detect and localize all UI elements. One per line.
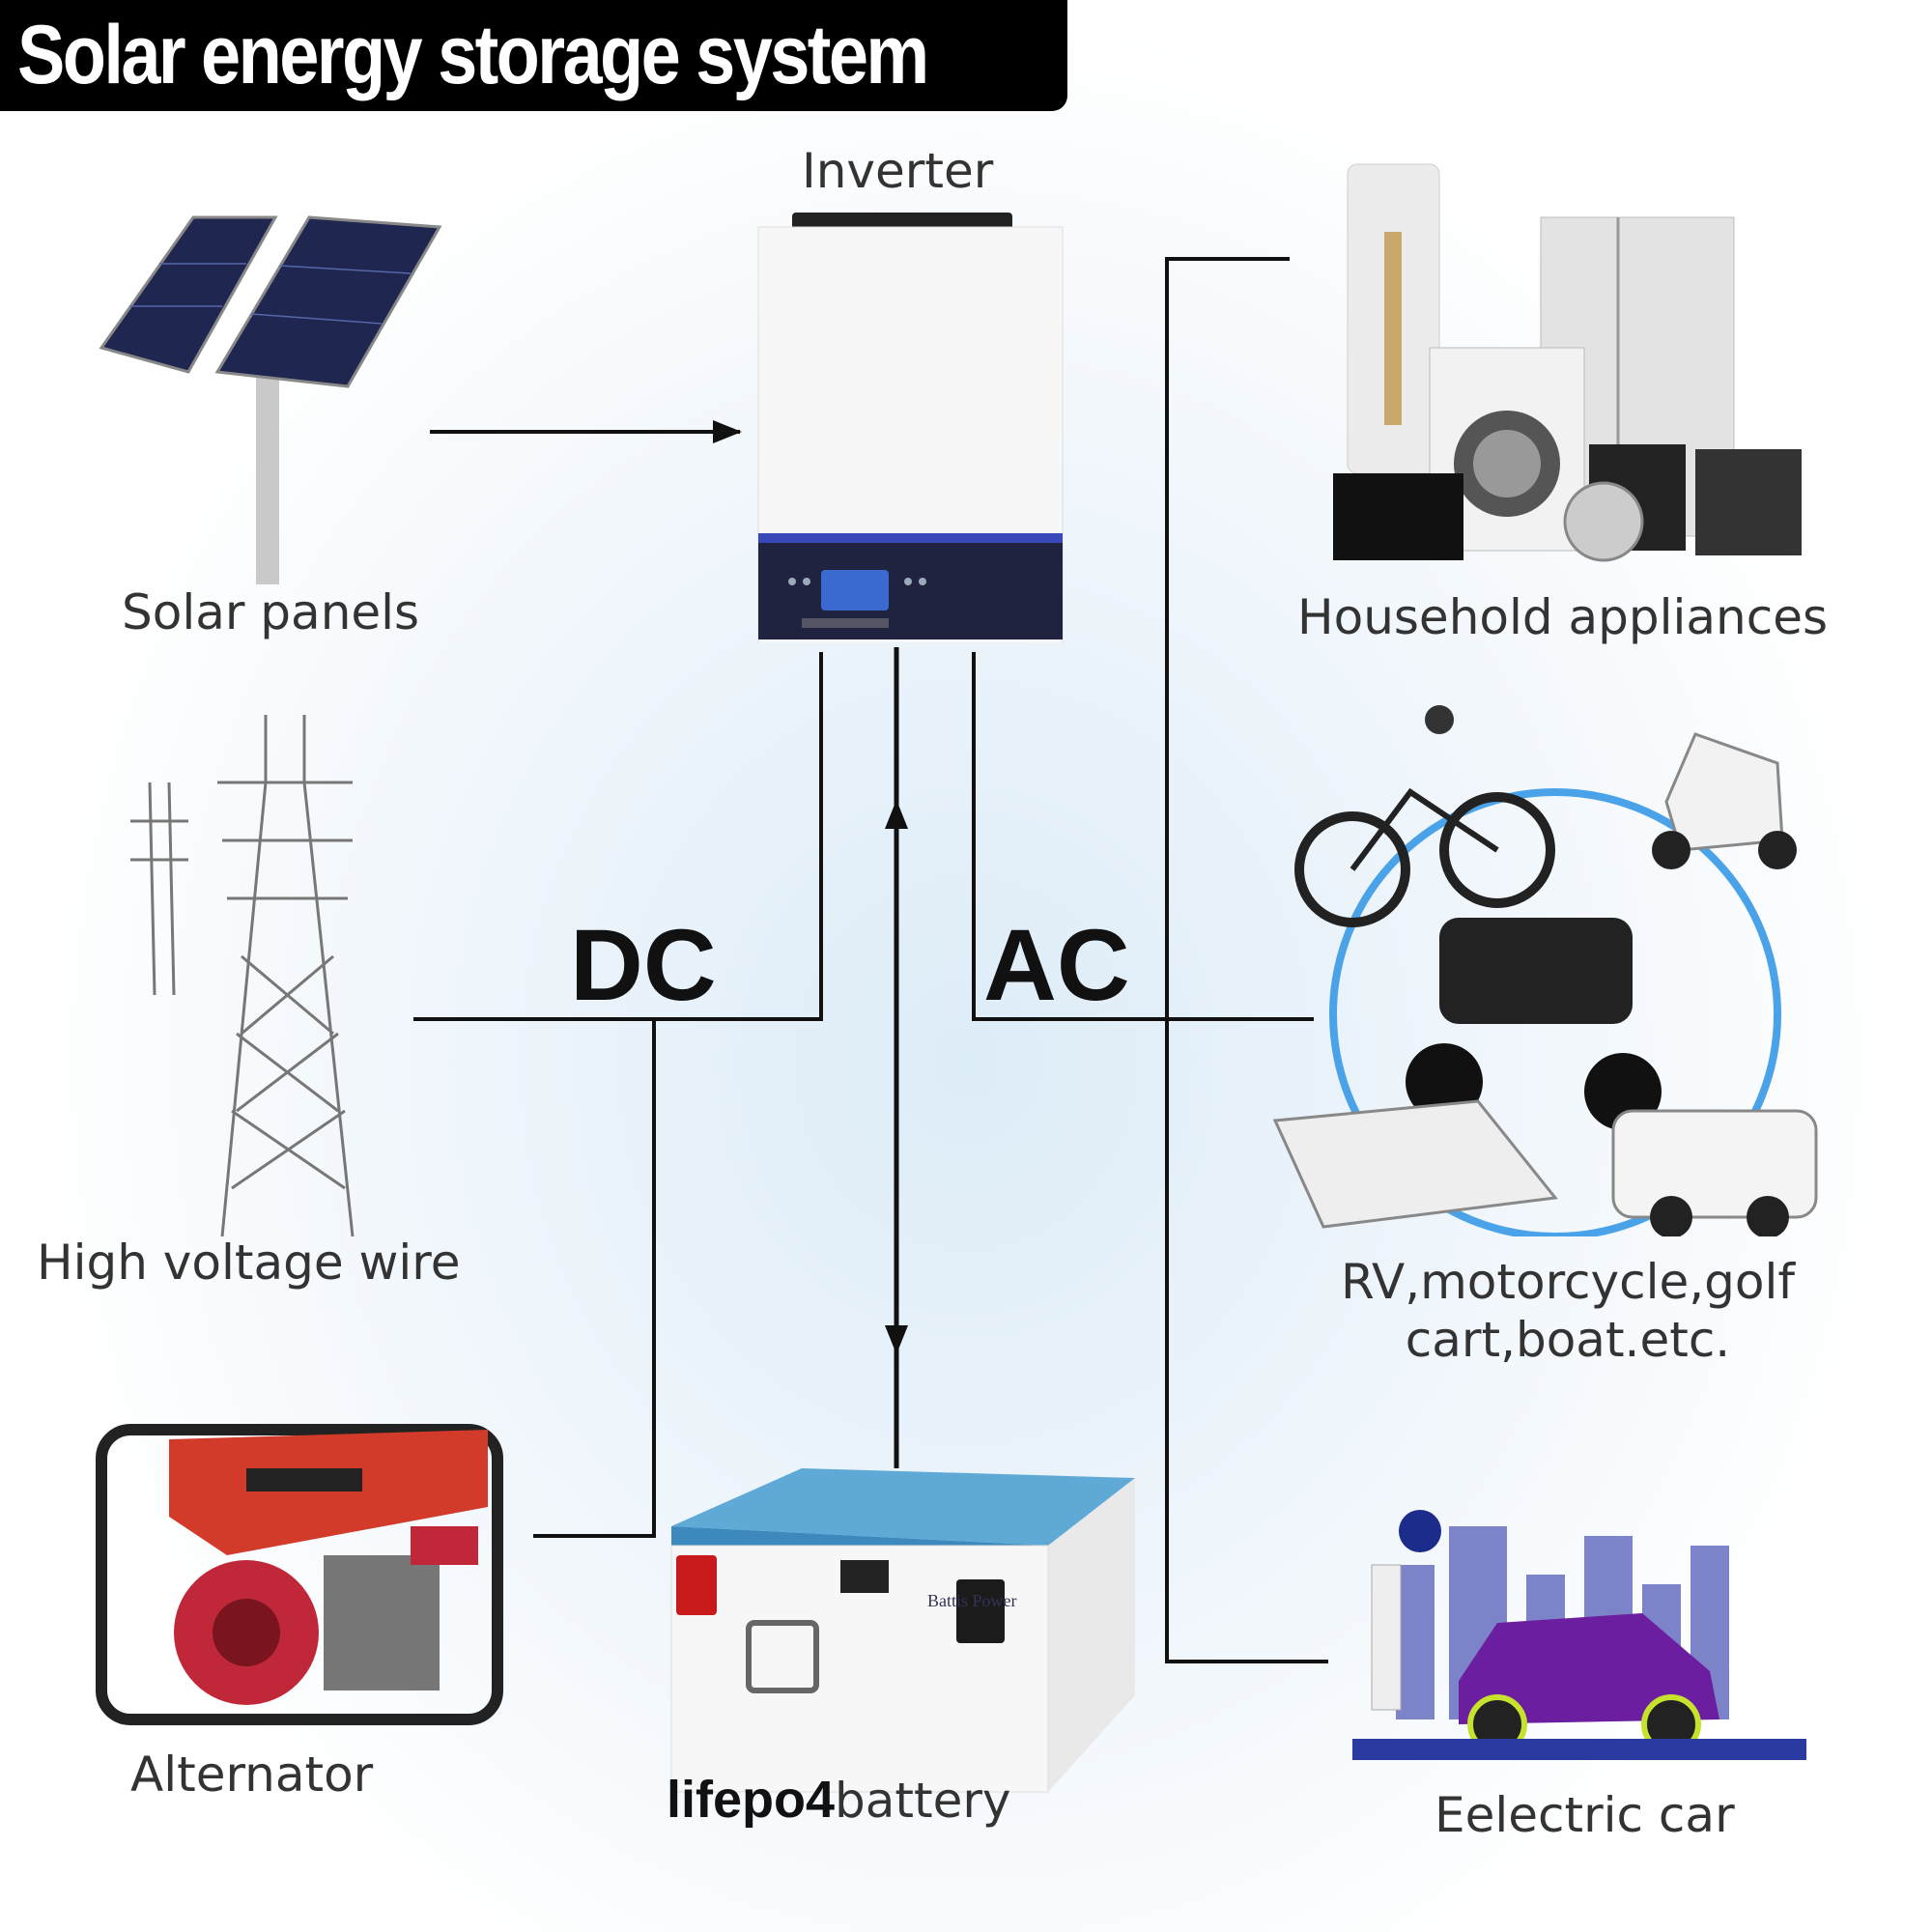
dc-line-grid (413, 652, 823, 1021)
alternator-label: Alternator (130, 1747, 374, 1803)
dc-label: DC (570, 909, 717, 1022)
title-bar (0, 0, 1067, 111)
vehicles-label-line2: cart,boat.etc. (1405, 1312, 1731, 1368)
dc-line-alternator (533, 1019, 656, 1538)
inverter-label: Inverter (802, 143, 994, 199)
battery-brand-text: Battis Power (927, 1591, 1017, 1610)
diagram-title: Solar energy storage system (17, 9, 929, 101)
solar-panel-illustration (99, 215, 442, 584)
household-appliances-label: Household appliances (1297, 589, 1829, 645)
ac-bus (1165, 257, 1328, 1663)
solar-panels-label: Solar panels (122, 584, 420, 640)
battery-illustration (670, 1468, 1135, 1793)
vehicles-label-line1: RV,motorcycle,golf (1341, 1254, 1795, 1310)
power-tower-illustration (130, 715, 355, 1237)
inverter-illustration (757, 213, 1064, 642)
electric-car-illustration (1352, 1510, 1806, 1760)
battery-label: lifepo4battery (667, 1770, 1011, 1830)
household-appliances-illustration (1333, 163, 1802, 562)
generator-illustration (96, 1424, 503, 1725)
ac-label: AC (983, 909, 1130, 1022)
ac-line-left (972, 652, 1314, 1021)
high-voltage-wire-label: High voltage wire (37, 1235, 461, 1291)
electric-car-label: Eelectric car (1435, 1787, 1735, 1843)
vehicles-illustration (1272, 705, 1818, 1236)
battery-label-bold: lifepo4 (667, 1771, 836, 1829)
vehicles-label: RV,motorcycle,golf cart,boat.etc. (1341, 1253, 1795, 1369)
battery-label-rest: battery (835, 1773, 1011, 1829)
